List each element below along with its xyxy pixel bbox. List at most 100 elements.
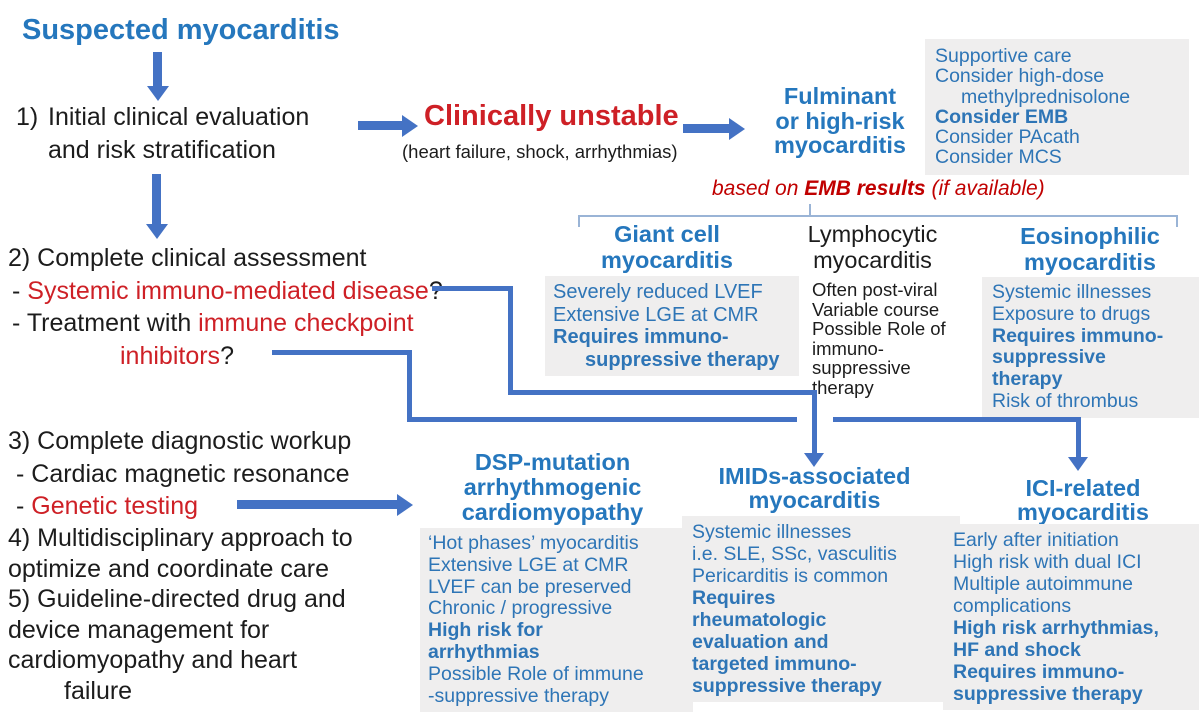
ici-line: High risk with dual ICI: [953, 551, 1142, 573]
heading-line: myocarditis: [1017, 499, 1149, 525]
heading-giant-cell: Giant cell myocarditis: [557, 221, 777, 273]
step2-bullet1: - Systemic immuno-mediated disease?: [8, 275, 443, 308]
heading-dsp: DSP-mutation arrhythmogenic cardiomyopat…: [425, 450, 680, 525]
arrow-head: [397, 494, 413, 516]
step45-block: 4) Multidisciplinary approach to optimiz…: [8, 523, 353, 706]
box-dsp: ‘Hot phases’ myocarditis Extensive LGE a…: [420, 528, 693, 713]
dsp-line: ‘Hot phases’ myocarditis: [428, 532, 639, 554]
page-title: Suspected myocarditis: [22, 14, 340, 46]
dsp-line: LVEF can be preserved: [428, 575, 632, 598]
lymphocytic-line: Often post-viral: [812, 279, 938, 300]
imids-line: i.e. SLE, SSc, vasculitis: [692, 543, 897, 565]
supportive-line: Consider high-dose: [935, 65, 1105, 88]
connector-segment: [407, 350, 412, 422]
giant-cell-line: suppressive therapy: [585, 348, 780, 371]
heading-line: DSP-mutation: [474, 449, 631, 475]
bracket-line: [578, 215, 1178, 217]
arrow-head: [402, 115, 418, 137]
imids-line: Requires: [692, 587, 776, 609]
eosinophilic-line: Systemic illnesses: [992, 281, 1152, 303]
dsp-line: High risk for: [428, 619, 543, 642]
lymphocytic-body: Often post-viral Variable course Possibl…: [812, 280, 946, 397]
ici-line: High risk arrhythmias,: [953, 617, 1159, 639]
heading-line: myocarditis: [1024, 249, 1156, 275]
question-mark: ?: [220, 341, 234, 370]
step3-block: 3) Complete diagnostic workup - Cardiac …: [8, 425, 351, 523]
giant-cell-line: Requires immuno-: [553, 326, 729, 348]
connector-segment: [508, 286, 513, 395]
ici-line: HF and shock: [953, 639, 1081, 661]
step4-line1: 4) Multidisciplinary approach to: [8, 524, 353, 552]
ici-line: Early after initiation: [953, 529, 1119, 551]
eosinophilic-line: Requires immuno-: [992, 324, 1164, 347]
step2-bullet2-black: - Treatment with: [12, 309, 199, 337]
dsp-line: Extensive LGE at CMR: [428, 553, 629, 576]
arrow-shaft: [152, 174, 161, 224]
emb-note-bold: EMB results: [804, 177, 926, 200]
step2-bullet3: inhibitors?: [8, 340, 443, 373]
arrow-head: [729, 118, 745, 140]
step1-line2: and risk stratification: [48, 135, 276, 164]
eosinophilic-line: Exposure to drugs: [992, 302, 1151, 325]
heading-line: myocarditis: [748, 487, 881, 513]
imids-line: Pericarditis is common: [692, 565, 889, 587]
step3-bullet2: - Genetic testing: [8, 490, 351, 523]
arrow-head: [147, 86, 169, 101]
imids-line: Systemic illnesses: [692, 521, 852, 543]
step2-block: 2) Complete clinical assessment - System…: [8, 242, 443, 372]
ici-line: suppressive therapy: [953, 683, 1143, 705]
imids-line: evaluation and: [692, 631, 829, 653]
box-supportive-care: Supportive care Consider high-dose methy…: [925, 39, 1189, 175]
bracket-tick-right: [1176, 215, 1178, 227]
supportive-line: methylprednisolone: [961, 85, 1131, 108]
heading-eosinophilic: Eosinophilic myocarditis: [982, 223, 1198, 275]
arrow-shaft: [153, 52, 162, 88]
heading-line: IMIDs-associated: [718, 463, 911, 489]
arrow-shaft: [237, 500, 397, 509]
dsp-line: Chronic / progressive: [428, 597, 613, 620]
ici-line: Multiple autoimmune: [953, 573, 1133, 595]
supportive-line: Consider MCS: [935, 146, 1062, 169]
emb-results-note: based on EMB results (if available): [712, 177, 1045, 201]
supportive-line: Supportive care: [935, 45, 1072, 67]
eosinophilic-line: therapy: [992, 368, 1063, 391]
arrow-head: [804, 453, 824, 467]
emb-note-pre: based on: [712, 177, 805, 200]
step2-bullet3-red: inhibitors: [120, 341, 221, 370]
dsp-line: Possible Role of immune: [428, 662, 644, 685]
box-ici: Early after initiation High risk with du…: [943, 524, 1199, 710]
connector-segment: [833, 417, 1081, 422]
bracket-tick-left: [578, 215, 580, 227]
connector-segment: [508, 390, 817, 395]
dsp-line: -suppressive therapy: [428, 684, 610, 707]
lymphocytic-line: Variable course: [812, 298, 940, 320]
bullet-dash: -: [16, 492, 32, 520]
heading-imids: IMIDs-associated myocarditis: [692, 464, 937, 512]
step3-bullet1: - Cardiac magnetic resonance: [16, 459, 350, 488]
fulminant-line3: myocarditis: [774, 132, 906, 158]
lymphocytic-line: therapy: [812, 376, 874, 398]
step5-line1: 5) Guideline-directed drug and: [8, 585, 346, 613]
heading-line: ICI-related: [1025, 475, 1141, 501]
fulminant-line2: or high-risk: [775, 107, 905, 134]
giant-cell-line: Severely reduced LVEF: [553, 281, 763, 303]
step3-line1: 3) Complete diagnostic workup: [8, 427, 352, 455]
bracket-tick-center: [809, 204, 811, 217]
step4-line2: optimize and coordinate care: [8, 554, 330, 583]
imids-line: rheumatologic: [692, 609, 827, 631]
step2-line1: 2) Complete clinical assessment: [8, 244, 367, 272]
genetic-testing-label: Genetic testing: [31, 492, 199, 520]
heading-ici: ICI-related myocarditis: [1002, 476, 1164, 524]
arrow-shaft: [358, 121, 402, 130]
step1-number: 1): [16, 103, 39, 131]
imids-line: suppressive therapy: [692, 675, 882, 697]
supportive-line: Consider EMB: [935, 105, 1069, 128]
box-eosinophilic: Systemic illnesses Exposure to drugs Req…: [982, 277, 1199, 418]
connector-segment: [432, 286, 512, 291]
heading-line: Lymphocytic: [807, 221, 938, 247]
dsp-line: arrhythmias: [428, 640, 540, 663]
clinically-unstable-label: Clinically unstable: [424, 100, 679, 132]
heading-line: arrhythmogenic: [463, 474, 642, 500]
heading-line: Eosinophilic: [1020, 223, 1160, 249]
